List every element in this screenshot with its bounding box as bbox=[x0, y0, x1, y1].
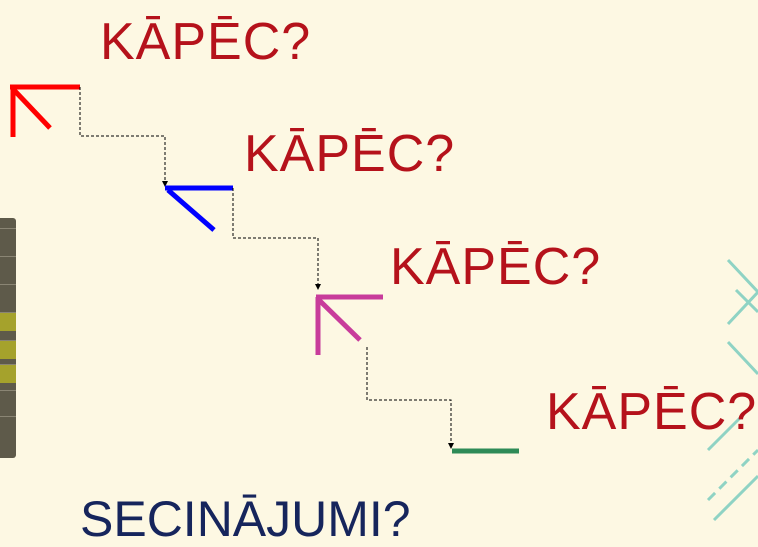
step-2-arrow-diagonal bbox=[166, 188, 216, 232]
step-2-marker bbox=[165, 185, 233, 232]
why-question-1: KĀPĒC? bbox=[100, 13, 312, 71]
step-1-marker bbox=[10, 84, 80, 137]
chevron-stack bbox=[706, 258, 758, 522]
conclusions-heading: SECINĀJUMI? bbox=[80, 491, 411, 547]
connector-2-3 bbox=[232, 188, 321, 290]
step-3-marker bbox=[315, 294, 383, 355]
why-question-3: KĀPĒC? bbox=[390, 238, 602, 296]
step-3-arrow-diagonal bbox=[317, 298, 362, 342]
step-1-arrow-diagonal bbox=[11, 87, 52, 130]
why-question-2: KĀPĒC? bbox=[244, 125, 456, 183]
thumbnail-row-highlighted bbox=[0, 364, 16, 383]
thumbnail-row bbox=[0, 390, 16, 409]
connector-1-2 bbox=[79, 87, 168, 187]
thumbnail-row-highlighted bbox=[0, 340, 16, 359]
thumbnail-row bbox=[0, 416, 16, 435]
thumbnail-row-highlighted bbox=[0, 312, 16, 331]
embedded-table-thumbnail bbox=[0, 218, 16, 458]
chevron-decoration bbox=[706, 258, 758, 522]
why-question-4: KĀPĒC? bbox=[546, 383, 758, 441]
thumbnail-row bbox=[0, 256, 16, 275]
thumbnail-row bbox=[0, 228, 16, 247]
connector-3-4 bbox=[366, 347, 454, 449]
thumbnail-row bbox=[0, 284, 16, 303]
